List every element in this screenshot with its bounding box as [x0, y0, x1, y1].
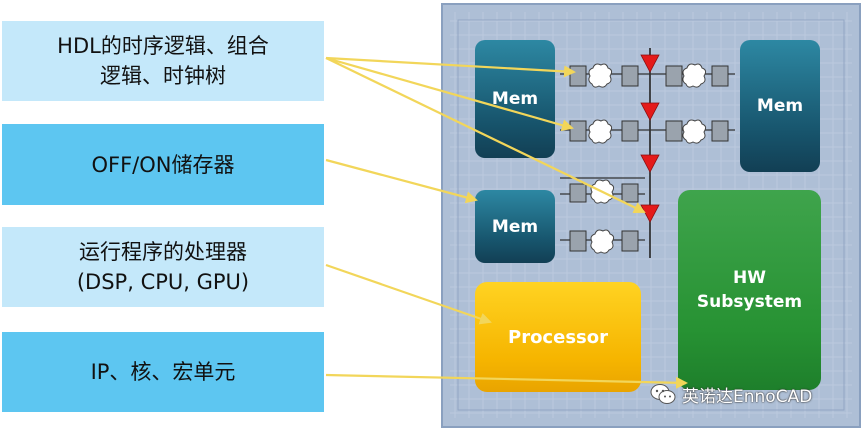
flip-flop [621, 120, 639, 142]
label-box-hdl-logic: HDL的时序逻辑、组合 逻辑、时钟树 [2, 21, 324, 101]
flip-flop [711, 65, 729, 87]
label-line: OFF/ON储存器 [91, 152, 235, 177]
label-line: HDL的时序逻辑、组合 [57, 34, 269, 58]
arrow-hdl-to-row1 [325, 56, 576, 78]
chip-inner-ring [457, 19, 845, 411]
hw-label: Subsystem [696, 292, 803, 312]
mem-block-top-left: Mem [475, 40, 555, 158]
mem-label: Mem [756, 96, 804, 116]
label-box-memory: OFF/ON储存器 [2, 124, 324, 205]
flip-flop [665, 65, 683, 87]
flip-flop [569, 230, 587, 252]
mem-block-left: Mem [475, 190, 555, 263]
logic-cloud [682, 63, 707, 88]
flip-flop [711, 120, 729, 142]
label-box-processor: 运行程序的处理器 (DSP, CPU, GPU) [2, 227, 324, 307]
flip-flop [621, 183, 639, 203]
label-line: (DSP, CPU, GPU) [76, 270, 250, 294]
label-line: 运行程序的处理器 [79, 240, 247, 264]
clock-buffer [640, 154, 660, 173]
clock-buffer [640, 54, 660, 73]
processor-label: Processor [508, 326, 608, 348]
arrow-ip-to-hw [325, 373, 688, 389]
processor-block: Processor [475, 282, 641, 392]
arrow-hdl-to-clock [325, 57, 646, 214]
mem-label: Mem [491, 89, 539, 109]
label-box-ip-macro: IP、核、宏单元 [2, 332, 324, 412]
clock-buffer [640, 102, 660, 121]
arrow-hdl-to-row2 [325, 56, 574, 132]
wechat-icon [650, 384, 676, 404]
arrow-processor-to-block [325, 263, 492, 325]
label-line: IP、核、宏单元 [90, 360, 236, 384]
flip-flop [621, 65, 639, 87]
watermark-text: 英诺达EnnoCAD [682, 386, 813, 407]
hw-label: HW [733, 268, 766, 288]
flip-flop [665, 120, 683, 142]
arrow-memory-to-mem [325, 158, 478, 204]
logic-cloud [682, 119, 707, 144]
logic-cloud [588, 119, 613, 144]
watermark: 英诺达EnnoCAD [650, 382, 813, 407]
label-line: 逻辑、时钟树 [100, 64, 226, 88]
flip-flop [621, 230, 639, 252]
hw-subsystem-block: HW Subsystem [678, 190, 821, 390]
flip-flop [569, 183, 587, 203]
mem-label: Mem [491, 216, 539, 237]
mem-block-right: Mem [740, 40, 820, 172]
logic-cloud [590, 229, 615, 254]
logic-cloud [588, 63, 613, 88]
